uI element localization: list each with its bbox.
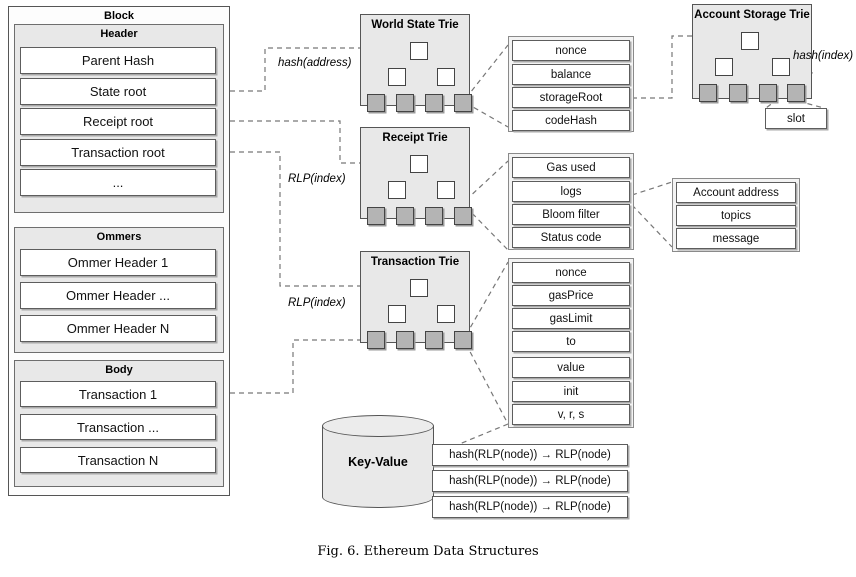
- transaction-1[interactable]: Transaction 1: [20, 381, 216, 407]
- account-storage-edge-label: hash(index): [793, 50, 854, 62]
- wire-worldstate-leaf-to-account-top: [465, 44, 509, 99]
- trie-leaf-node: [425, 207, 443, 225]
- wire-tx-leaf-to-fields-bottom: [465, 343, 509, 425]
- tx-field-to[interactable]: to: [512, 331, 630, 352]
- wire-receipt-leaf-to-fields-bottom: [465, 206, 509, 251]
- trie-root-node: [410, 155, 428, 173]
- account-field-storage-root[interactable]: storageRoot: [512, 87, 630, 108]
- wire-logs-to-logfields-top: [631, 181, 673, 196]
- world-state-edge-label: hash(address): [278, 57, 352, 69]
- figure-caption: Fig. 6. Ethereum Data Structures: [317, 544, 539, 559]
- tx-field-init[interactable]: init: [512, 381, 630, 402]
- wire-receipt-leaf-to-fields-top: [465, 160, 509, 201]
- trie-root-node: [410, 279, 428, 297]
- trie-leaf-node: [699, 84, 717, 102]
- transaction-trie-title: Transaction Trie: [370, 256, 460, 268]
- account-field-balance[interactable]: balance: [512, 64, 630, 85]
- trie-leaf-node: [787, 84, 805, 102]
- receipt-field-status-code[interactable]: Status code: [512, 227, 630, 248]
- trie-branch-node: [715, 58, 733, 76]
- wire-logs-to-logfields-bottom: [631, 204, 673, 248]
- tx-field-nonce[interactable]: nonce: [512, 262, 630, 283]
- tx-field-vrs[interactable]: v, r, s: [512, 404, 630, 425]
- trie-leaf-node: [396, 94, 414, 112]
- cylinder-body: [322, 426, 434, 497]
- tx-field-gas-price[interactable]: gasPrice: [512, 285, 630, 306]
- tx-field-gas-limit[interactable]: gasLimit: [512, 308, 630, 329]
- ommer-header-ellipsis[interactable]: Ommer Header ...: [20, 282, 216, 309]
- header-field-parent-hash[interactable]: Parent Hash: [20, 47, 216, 74]
- trie-branch-node: [437, 68, 455, 86]
- block-title: Block: [104, 10, 134, 22]
- receipt-field-bloom-filter[interactable]: Bloom filter: [512, 204, 630, 225]
- transaction-ellipsis[interactable]: Transaction ...: [20, 414, 216, 440]
- world-state-trie-title: World State Trie: [371, 19, 459, 31]
- trie-leaf-node: [396, 331, 414, 349]
- wire-worldstate-leaf-to-account-bottom: [465, 102, 509, 128]
- trie-branch-node: [437, 181, 455, 199]
- ommer-header-n[interactable]: Ommer Header N: [20, 315, 216, 342]
- trie-leaf-node: [396, 207, 414, 225]
- receipt-trie-title: Receipt Trie: [382, 132, 448, 144]
- ommers-title: Ommers: [96, 231, 142, 243]
- trie-leaf-node: [729, 84, 747, 102]
- trie-branch-node: [388, 68, 406, 86]
- log-field-message[interactable]: message: [676, 228, 796, 249]
- trie-leaf-node: [454, 331, 472, 349]
- trie-leaf-node: [425, 331, 443, 349]
- receipt-trie-panel: Receipt Trie: [360, 127, 472, 225]
- tx-field-value[interactable]: value: [512, 357, 630, 378]
- receipt-field-logs[interactable]: logs: [512, 181, 630, 202]
- key-value-cylinder: Key-Value: [322, 415, 434, 508]
- account-field-code-hash[interactable]: codeHash: [512, 110, 630, 131]
- transaction-trie-panel: Transaction Trie: [360, 251, 472, 349]
- header-field-transaction-root[interactable]: Transaction root: [20, 139, 216, 166]
- trie-branch-node: [388, 181, 406, 199]
- account-storage-trie-panel: Account Storage Trie: [692, 4, 812, 102]
- trie-root-node: [741, 32, 759, 50]
- trie-leaf-node: [454, 94, 472, 112]
- key-value-label: Key-Value: [348, 454, 408, 469]
- wire-stateroot-to-worldstate: [230, 47, 360, 92]
- log-field-account-address[interactable]: Account address: [676, 182, 796, 203]
- receipt-field-gas-used[interactable]: Gas used: [512, 157, 630, 178]
- log-field-topics[interactable]: topics: [676, 205, 796, 226]
- trie-branch-node: [772, 58, 790, 76]
- transaction-trie-edge-label: RLP(index): [288, 297, 346, 309]
- trie-leaf-node: [367, 94, 385, 112]
- trie-branch-node: [388, 305, 406, 323]
- storage-slot-box[interactable]: slot: [765, 108, 827, 129]
- keyvalue-row-3[interactable]: hash(RLP(node)) → RLP(node): [432, 496, 628, 518]
- receipt-trie-edge-label: RLP(index): [288, 173, 346, 185]
- trie-root-node: [410, 42, 428, 60]
- body-title: Body: [105, 364, 133, 376]
- wire-transaction1-to-leaf: [230, 339, 360, 394]
- header-field-receipt-root[interactable]: Receipt root: [20, 108, 216, 135]
- trie-leaf-node: [759, 84, 777, 102]
- trie-leaf-node: [367, 331, 385, 349]
- header-field-state-root[interactable]: State root: [20, 78, 216, 105]
- wire-receiptroot-to-receipttrie: [230, 120, 360, 164]
- keyvalue-row-2[interactable]: hash(RLP(node)) → RLP(node): [432, 470, 628, 492]
- transaction-n[interactable]: Transaction N: [20, 447, 216, 473]
- trie-leaf-node: [454, 207, 472, 225]
- account-field-nonce[interactable]: nonce: [512, 40, 630, 61]
- header-title: Header: [100, 28, 138, 40]
- trie-leaf-node: [367, 207, 385, 225]
- header-field-ellipsis[interactable]: ...: [20, 169, 216, 196]
- account-storage-trie-title: Account Storage Trie: [694, 9, 810, 21]
- trie-leaf-node: [425, 94, 443, 112]
- ommer-header-1[interactable]: Ommer Header 1: [20, 249, 216, 276]
- cylinder-top: [322, 415, 434, 437]
- wire-tx-leaf-to-fields-top: [465, 261, 509, 336]
- trie-branch-node: [437, 305, 455, 323]
- world-state-trie-panel: World State Trie: [360, 14, 472, 112]
- keyvalue-row-1[interactable]: hash(RLP(node)) → RLP(node): [432, 444, 628, 466]
